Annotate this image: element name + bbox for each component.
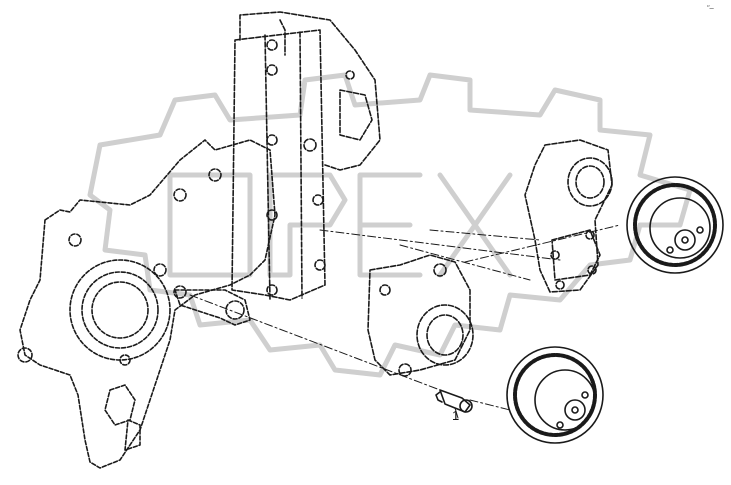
- lower-toothed-pulley: [506, 346, 604, 444]
- timing-case-housing: [17, 139, 276, 469]
- flange-bearing-housing: [367, 254, 474, 377]
- vertical-mounting-plate: [231, 11, 381, 301]
- bracket-link: [173, 285, 251, 326]
- callout-leader-1: [454, 407, 459, 419]
- bolt-part-1: [435, 389, 473, 413]
- upper-toothed-pulley: [626, 176, 724, 274]
- tensioner-bracket: [524, 139, 613, 293]
- corner-mark: ʺ—: [707, 4, 714, 12]
- opex-watermark: [87, 72, 693, 378]
- part-number-callout: 1: [452, 408, 460, 423]
- assembly-centerlines: [189, 224, 621, 411]
